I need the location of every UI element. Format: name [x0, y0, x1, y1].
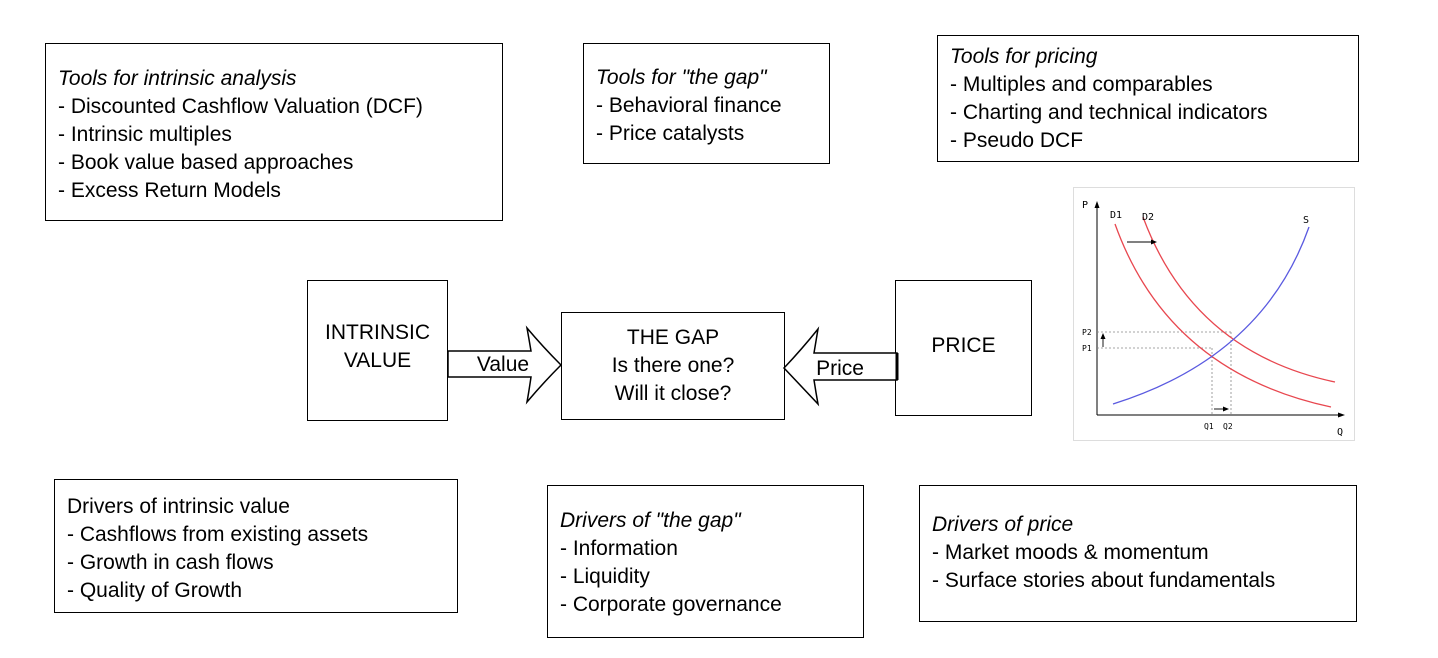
d2-label: D2 [1142, 212, 1154, 223]
intrinsic-value-box: INTRINSIC VALUE [307, 280, 448, 421]
drivers-intrinsic-item: - Cashflows from existing assets [67, 523, 369, 546]
price-arrow-shape [782, 326, 898, 407]
tools-intrinsic-item: - Book value based approaches [58, 151, 354, 174]
the-gap-box: THE GAP Is there one? Will it close? [561, 312, 785, 420]
tools-pricing-item: - Charting and technical indicators [950, 101, 1268, 124]
quantity-shift-arrowhead [1223, 406, 1229, 412]
demand-shift-arrowhead [1151, 239, 1157, 245]
value-arrow-shape [447, 325, 563, 405]
value-arrow-label: Value [477, 353, 529, 376]
value-arrow: Value [447, 325, 563, 405]
drivers-gap-item: - Corporate governance [560, 593, 782, 616]
price-arrow: Price [782, 326, 899, 407]
drivers-intrinsic-item: - Growth in cash flows [67, 551, 274, 574]
the-gap-line2: Is there one? [611, 354, 735, 377]
price-label: PRICE [931, 334, 996, 357]
the-gap-line3: Will it close? [614, 382, 732, 405]
p1-label: P1 [1082, 344, 1092, 353]
q-axis-arrowhead [1338, 412, 1345, 418]
drivers-price-title: Drivers of price [932, 513, 1074, 536]
drivers-gap-title: Drivers of "the gap" [560, 509, 741, 532]
q-axis-label: Q [1337, 427, 1343, 438]
drivers-intrinsic-title: Drivers of intrinsic value [67, 495, 290, 518]
drivers-price-item: - Market moods & momentum [932, 541, 1209, 564]
demand-curve-d2 [1142, 216, 1336, 383]
the-gap-line1: THE GAP [626, 326, 720, 349]
tools-pricing-item: - Pseudo DCF [950, 129, 1084, 152]
tools-intrinsic-box: Tools for intrinsic analysis - Discounte… [45, 43, 503, 221]
q2-label: Q2 [1223, 422, 1233, 431]
intrinsic-value-line2: VALUE [343, 348, 412, 372]
tools-intrinsic-title: Tools for intrinsic analysis [58, 67, 297, 90]
drivers-gap-item: - Information [560, 537, 678, 560]
tools-gap-title: Tools for "the gap" [596, 66, 767, 89]
tools-intrinsic-item: - Intrinsic multiples [58, 123, 232, 146]
tools-gap-item: - Behavioral finance [596, 94, 782, 117]
p2-label: P2 [1082, 328, 1092, 337]
tools-gap-box: Tools for "the gap" - Behavioral finance… [583, 43, 830, 164]
tools-pricing-box: Tools for pricing - Multiples and compar… [937, 35, 1359, 162]
d1-label: D1 [1110, 210, 1122, 221]
price-arrow-label: Price [816, 357, 864, 380]
p-axis-label: P [1082, 200, 1088, 211]
tools-pricing-title: Tools for pricing [950, 45, 1098, 68]
s-label: S [1303, 215, 1309, 226]
drivers-intrinsic-box: Drivers of intrinsic value - Cashflows f… [54, 479, 458, 613]
drivers-intrinsic-item: - Quality of Growth [67, 579, 243, 602]
tools-intrinsic-item: - Discounted Cashflow Valuation (DCF) [58, 95, 423, 118]
tools-pricing-item: - Multiples and comparables [950, 73, 1213, 96]
p-axis-arrowhead [1094, 201, 1100, 208]
intrinsic-value-line1: INTRINSIC [325, 320, 430, 344]
q1-label: Q1 [1204, 422, 1214, 431]
drivers-price-item: - Surface stories about fundamentals [932, 569, 1276, 592]
drivers-gap-box: Drivers of "the gap" - Information - Liq… [547, 485, 864, 638]
price-box: PRICE [895, 280, 1032, 416]
tools-gap-item: - Price catalysts [596, 122, 745, 145]
supply-demand-diagram: P Q D1 D2 S P2 P1 Q1 Q2 [1073, 187, 1355, 441]
price-shift-arrowhead [1100, 333, 1106, 339]
supply-curve [1112, 226, 1310, 405]
demand-curve-d1 [1114, 223, 1332, 408]
drivers-price-box: Drivers of price - Market moods & moment… [919, 485, 1357, 622]
tools-intrinsic-item: - Excess Return Models [58, 179, 281, 202]
drivers-gap-item: - Liquidity [560, 565, 650, 588]
